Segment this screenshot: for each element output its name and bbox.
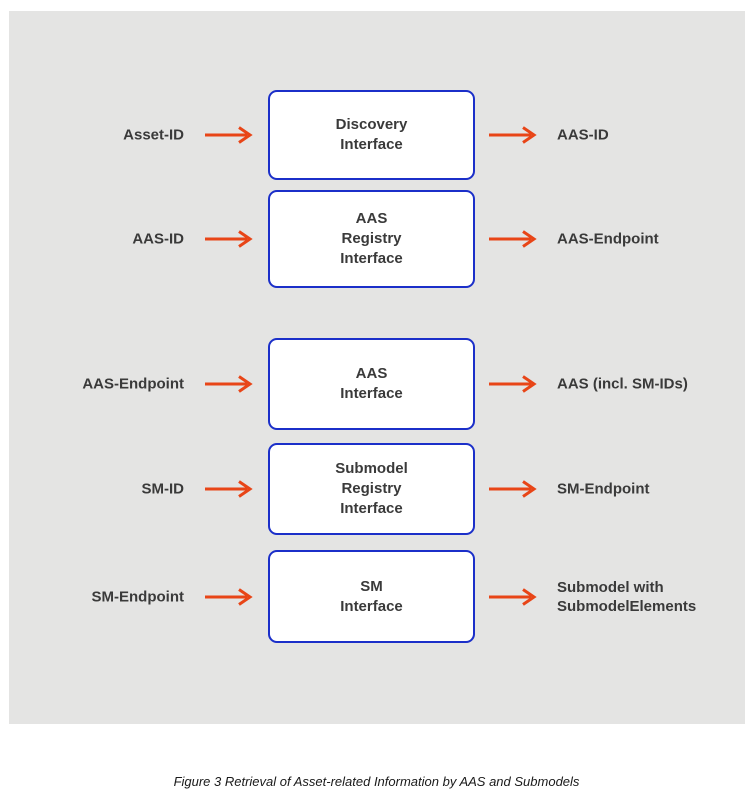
input-label: SM-Endpoint <box>91 588 184 605</box>
flow-row-aas-registry: AAS-ID AAS Registry Interface AAS-Endpoi… <box>0 190 753 288</box>
flow-row-discovery: Asset-ID Discovery Interface AAS-ID <box>0 90 753 180</box>
output-label: SM-Endpoint <box>557 480 650 498</box>
output-label: AAS-Endpoint <box>557 230 659 248</box>
input-label: SM-ID <box>141 480 185 498</box>
figure-caption: Figure 3 Retrieval of Asset-related Info… <box>173 774 580 789</box>
flow-row-submodel-registry: SM-ID Submodel Registry Interface SM-End… <box>0 443 753 535</box>
interface-box-label: SM Interface <box>340 577 403 615</box>
interface-box: SM Interface <box>268 550 475 643</box>
interface-box-label: AAS Interface <box>340 365 403 402</box>
input-label: AAS-Endpoint <box>82 375 184 393</box>
arrow-right-icon <box>205 230 253 248</box>
output-label: Submodel with SubmodelElements <box>557 578 697 615</box>
flow-row-sm-interface: SM-Endpoint SM Interface Submodel with S… <box>0 550 753 643</box>
input-label: AAS-ID <box>132 230 184 248</box>
arrow-right-icon <box>489 375 537 393</box>
arrow-right-icon <box>489 126 537 144</box>
output-label: AAS-ID <box>557 126 609 144</box>
arrow-right-icon <box>489 587 537 606</box>
interface-box: AAS Interface <box>268 338 475 430</box>
input-label: Asset-ID <box>123 126 184 144</box>
interface-box: Discovery Interface <box>268 90 475 180</box>
arrow-right-icon <box>489 480 537 498</box>
output-label: AAS (incl. SM-IDs) <box>557 375 688 393</box>
interface-box-label: Discovery Interface <box>335 116 408 153</box>
arrow-right-icon <box>205 587 253 606</box>
interface-box-label: AAS Registry Interface <box>340 210 403 267</box>
arrow-right-icon <box>205 375 253 393</box>
flow-row-aas-interface: AAS-Endpoint AAS Interface AAS (incl. SM… <box>0 338 753 430</box>
interface-box: Submodel Registry Interface <box>268 443 475 535</box>
arrow-right-icon <box>205 126 253 144</box>
arrow-right-icon <box>489 230 537 248</box>
interface-box: AAS Registry Interface <box>268 190 475 288</box>
interface-box-label: Submodel Registry Interface <box>335 460 408 517</box>
arrow-right-icon <box>205 480 253 498</box>
